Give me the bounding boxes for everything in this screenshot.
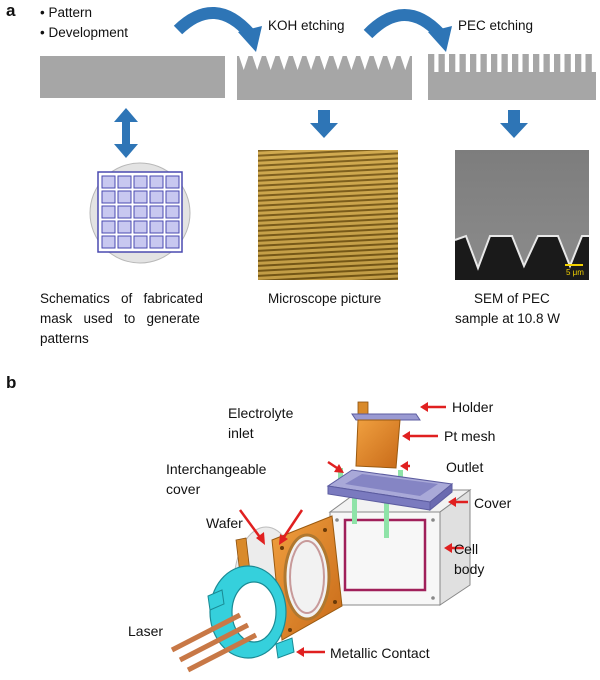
flat-substrate xyxy=(40,56,225,98)
mask-cell xyxy=(165,205,180,219)
mask-cell xyxy=(165,220,180,234)
koh-grooved-substrate xyxy=(237,56,412,100)
label-wafer: Wafer xyxy=(206,515,243,531)
mask-cell xyxy=(133,175,148,189)
mask-cell xyxy=(133,190,148,204)
mask-cell xyxy=(117,235,132,249)
mask-cell xyxy=(165,190,180,204)
label-interchangeable-2: cover xyxy=(166,481,201,497)
label-electrolyte-2: inlet xyxy=(228,425,254,441)
sem-image: 5 μm xyxy=(454,150,589,280)
caption-sem-2: sample at 10.8 W xyxy=(455,311,560,326)
contact-plate xyxy=(271,515,343,641)
down-arrow-sem xyxy=(500,110,528,138)
mask-cell xyxy=(101,175,116,189)
holder xyxy=(351,401,421,421)
caption-mask-2: mask used to generate xyxy=(40,311,200,326)
pec-grooved-substrate xyxy=(428,54,596,100)
label-pec-etching: PEC etching xyxy=(458,18,533,33)
mask-cell xyxy=(149,235,164,249)
mask-wafer xyxy=(89,162,191,264)
mask-cell xyxy=(101,190,116,204)
label-pt-mesh: Pt mesh xyxy=(444,428,495,444)
label-electrolyte-1: Electrolyte xyxy=(228,405,294,421)
double-arrow xyxy=(114,108,138,158)
panel-b-letter: b xyxy=(6,373,16,392)
microscope-image xyxy=(258,150,398,280)
caption-microscope: Microscope picture xyxy=(268,291,381,306)
label-interchangeable-1: Interchangeable xyxy=(166,461,267,477)
caption-sem-1: SEM of PEC xyxy=(474,291,550,306)
down-arrow-microscope xyxy=(310,110,338,138)
scale-bar-label: 5 μm xyxy=(566,268,584,277)
caption-mask-3: patterns xyxy=(40,331,89,346)
curved-arrow-pec xyxy=(363,9,445,39)
curved-arrow-koh xyxy=(173,7,255,39)
label-holder: Holder xyxy=(452,399,494,415)
laser-beams xyxy=(170,612,258,673)
pt-mesh xyxy=(355,419,401,469)
mask-cell xyxy=(149,220,164,234)
label-cover: Cover xyxy=(474,495,512,511)
mask-cell xyxy=(133,235,148,249)
mask-cell xyxy=(149,190,164,204)
curved-arrow-koh-head xyxy=(238,26,262,52)
mask-cell xyxy=(149,175,164,189)
mask-cell xyxy=(165,175,180,189)
mask-cell xyxy=(133,205,148,219)
label-cell-1: Cell xyxy=(454,541,478,557)
bullet-development: • Development xyxy=(40,25,128,40)
label-koh-etching: KOH etching xyxy=(268,18,345,33)
mask-cell xyxy=(117,175,132,189)
mask-cell xyxy=(117,220,132,234)
bullet-pattern: • Pattern xyxy=(40,5,92,20)
curved-arrow-pec-head xyxy=(428,26,452,52)
mask-cell xyxy=(101,205,116,219)
caption-mask-1: Schematics of fabricated xyxy=(40,291,203,306)
label-cell-2: body xyxy=(454,561,484,577)
mask-cell xyxy=(149,205,164,219)
label-outlet: Outlet xyxy=(446,459,483,475)
mask-cell xyxy=(101,235,116,249)
mask-cell xyxy=(133,220,148,234)
red-arrows xyxy=(238,402,468,657)
panel-a-letter: a xyxy=(6,1,16,20)
mask-cell xyxy=(165,235,180,249)
mask-cell xyxy=(117,190,132,204)
label-metallic-contact: Metallic Contact xyxy=(330,645,430,661)
cover-plate xyxy=(326,469,454,512)
mask-cell xyxy=(117,205,132,219)
label-laser: Laser xyxy=(128,623,163,639)
mask-cell xyxy=(101,220,116,234)
